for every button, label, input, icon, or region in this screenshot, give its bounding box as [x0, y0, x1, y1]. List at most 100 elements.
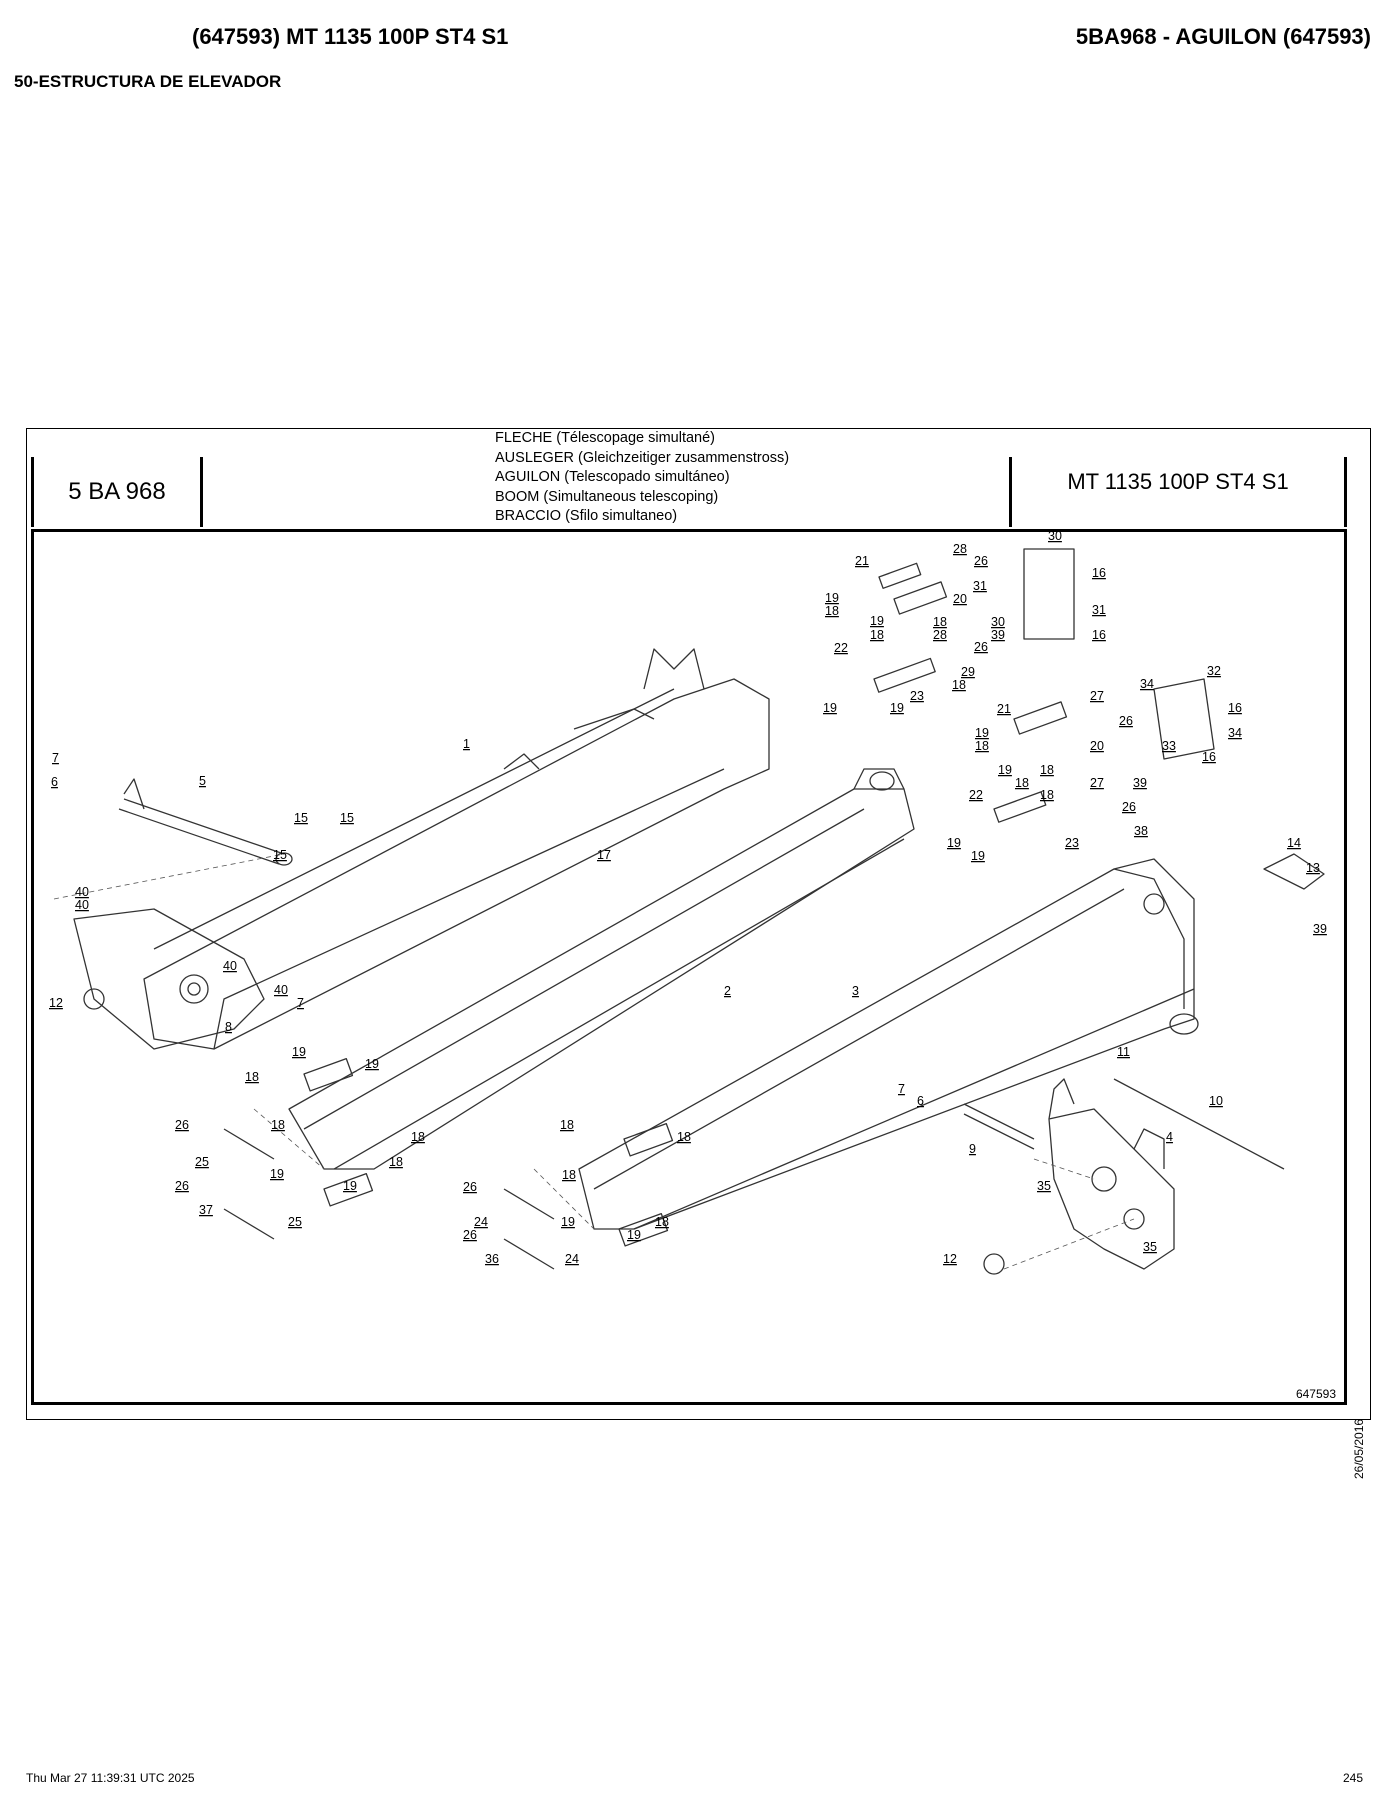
part-callout-25: 25 — [195, 1155, 209, 1169]
part-callout-16: 16 — [1092, 566, 1106, 580]
part-callout-38: 38 — [1134, 824, 1148, 838]
part-callout-21: 21 — [997, 702, 1011, 716]
part-callout-18: 18 — [952, 678, 966, 692]
part-callout-30: 30 — [1048, 529, 1062, 543]
part-callout-13: 13 — [1306, 861, 1320, 875]
part-callout-19: 19 — [825, 591, 839, 605]
part-callout-34: 34 — [1228, 726, 1242, 740]
part-callout-23: 23 — [1065, 836, 1079, 850]
part-callout-9: 9 — [969, 1142, 976, 1156]
part-callout-18: 18 — [870, 628, 884, 642]
part-callout-21: 21 — [855, 554, 869, 568]
part-callout-37: 37 — [199, 1203, 213, 1217]
part-callout-28: 28 — [933, 628, 947, 642]
drawing-descriptions: FLECHE (Télescopage simultané) AUSLEGER … — [495, 429, 789, 527]
part-callout-19: 19 — [292, 1045, 306, 1059]
part-callout-11: 11 — [1117, 1045, 1130, 1059]
part-callout-4: 4 — [1166, 1130, 1173, 1144]
part-callout-18: 18 — [933, 615, 947, 629]
description-de: AUSLEGER (Gleichzeitiger zusammenstross) — [495, 449, 790, 466]
part-callout-40: 40 — [75, 885, 89, 899]
part-callout-18: 18 — [411, 1130, 425, 1144]
part-callout-30: 30 — [991, 615, 1005, 629]
part-callout-1: 1 — [463, 737, 470, 751]
part-callout-26: 26 — [1119, 714, 1133, 728]
part-callout-28: 28 — [953, 542, 967, 556]
description-it: BRACCIO (Sfilo simultaneo) — [495, 508, 678, 525]
part-callout-18: 18 — [271, 1118, 285, 1132]
part-callout-18: 18 — [1040, 788, 1054, 802]
part-callout-18: 18 — [1040, 763, 1054, 777]
description-fr: FLECHE (Télescopage simultané) — [495, 430, 716, 446]
part-callout-19: 19 — [270, 1167, 284, 1181]
part-callout-33: 33 — [1162, 739, 1176, 753]
boom-linework — [73, 548, 1325, 1275]
part-callout-26: 26 — [175, 1179, 189, 1193]
sheet-number: 647593 — [1295, 1387, 1336, 1401]
part-callout-36: 36 — [485, 1252, 499, 1266]
part-callout-16: 16 — [1092, 628, 1106, 642]
part-callout-18: 18 — [677, 1130, 691, 1144]
part-callout-7: 7 — [297, 996, 304, 1010]
part-callout-18: 18 — [825, 604, 839, 618]
part-callout-26: 26 — [463, 1228, 477, 1242]
part-callout-18: 18 — [1015, 776, 1029, 790]
part-callout-7: 7 — [52, 751, 59, 765]
footer-timestamp: Thu Mar 27 11:39:31 UTC 2025 — [26, 1771, 195, 1785]
part-callout-22: 22 — [969, 788, 983, 802]
drawing-sheet: 5 BA 968 FLECHE (Télescopage simultané) … — [26, 428, 1371, 1479]
document-part-title: 5BA968 - AGUILON (647593) — [1075, 24, 1371, 49]
part-callout-27: 27 — [1090, 689, 1104, 703]
part-callout-26: 26 — [974, 554, 988, 568]
part-callout-26: 26 — [175, 1118, 189, 1132]
part-callout-19: 19 — [998, 763, 1012, 777]
part-callout-19: 19 — [870, 614, 884, 628]
part-callout-39: 39 — [1133, 776, 1147, 790]
part-callout-17: 17 — [597, 848, 611, 862]
part-callout-14: 14 — [1287, 836, 1301, 850]
part-callout-24: 24 — [474, 1215, 488, 1229]
part-callout-29: 29 — [961, 665, 975, 679]
part-callout-5: 5 — [199, 774, 206, 788]
document-model-title: (647593) MT 1135 100P ST4 S1 — [192, 24, 509, 49]
part-callout-40: 40 — [75, 898, 89, 912]
part-callout-31: 31 — [1092, 603, 1106, 617]
part-callout-19: 19 — [627, 1228, 641, 1242]
part-callout-40: 40 — [274, 983, 288, 997]
part-callout-24: 24 — [565, 1252, 579, 1266]
part-callout-12: 12 — [943, 1252, 957, 1266]
part-callout-25: 25 — [288, 1215, 302, 1229]
section-title: 50-ESTRUCTURA DE ELEVADOR — [14, 72, 282, 91]
part-callout-20: 20 — [1090, 739, 1104, 753]
part-callout-35: 35 — [1037, 1179, 1051, 1193]
part-callout-6: 6 — [917, 1094, 924, 1108]
part-callout-19: 19 — [365, 1057, 379, 1071]
title-block: 5 BA 968 FLECHE (Télescopage simultané) … — [27, 429, 1370, 532]
part-callout-18: 18 — [389, 1155, 403, 1169]
part-callout-2: 2 — [724, 984, 731, 998]
part-callout-15: 15 — [340, 811, 354, 825]
part-callout-20: 20 — [953, 592, 967, 606]
part-callout-35: 35 — [1143, 1240, 1157, 1254]
part-callout-6: 6 — [51, 775, 58, 789]
part-callout-19: 19 — [561, 1215, 575, 1229]
part-callout-39: 39 — [991, 628, 1005, 642]
part-callout-19: 19 — [823, 701, 837, 715]
part-callout-27: 27 — [1090, 776, 1104, 790]
part-callout-32: 32 — [1207, 664, 1221, 678]
part-callout-26: 26 — [1122, 800, 1136, 814]
part-callout-12: 12 — [49, 996, 63, 1010]
part-callout-19: 19 — [971, 849, 985, 863]
drawing-code: 5 BA 968 — [31, 457, 203, 527]
part-callout-19: 19 — [343, 1179, 357, 1193]
part-callout-18: 18 — [975, 739, 989, 753]
part-callout-10: 10 — [1209, 1094, 1223, 1108]
part-callout-16: 16 — [1228, 701, 1242, 715]
part-callout-18: 18 — [245, 1070, 259, 1084]
part-callout-7: 7 — [898, 1082, 905, 1096]
part-callout-8: 8 — [225, 1020, 232, 1034]
part-callout-39: 39 — [1313, 922, 1327, 936]
boom-exploded-diagram: 3028212616311920183119183018283916222629… — [49, 529, 1327, 1275]
